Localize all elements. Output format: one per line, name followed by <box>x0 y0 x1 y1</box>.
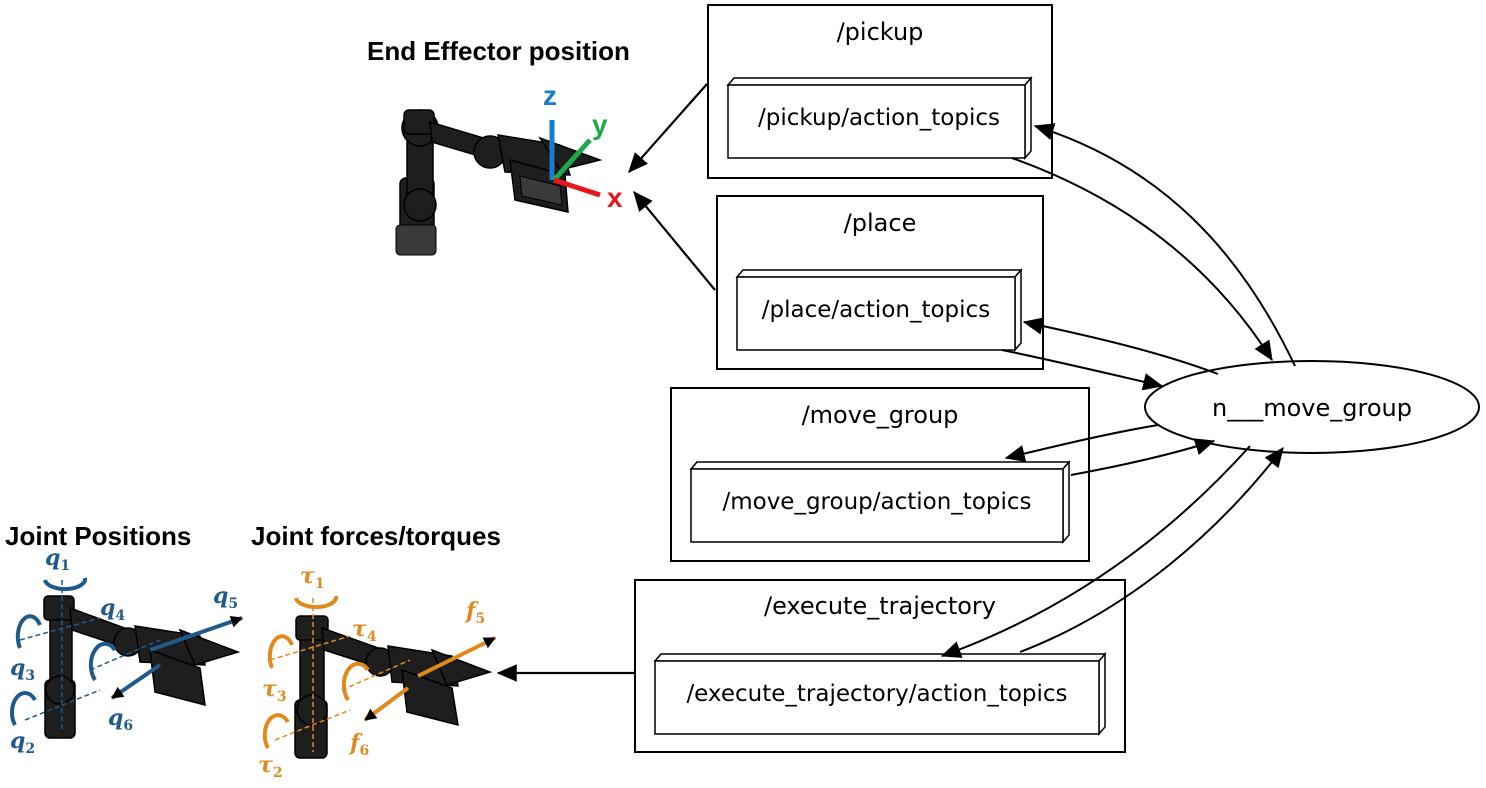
x-axis-label: x <box>607 182 623 213</box>
y-axis-arrow <box>552 138 592 182</box>
y-axis-label: y <box>592 109 608 140</box>
label-q6: q6 <box>108 705 133 734</box>
topic-execute-trajectory-label: /execute_trajectory/action_topics <box>686 681 1067 707</box>
node-move-group-label: n___move_group <box>1212 394 1412 422</box>
namespace-execute-trajectory-label: /execute_trajectory <box>764 592 996 620</box>
output-edges <box>496 83 716 682</box>
label-tau4: τ4 <box>352 616 377 645</box>
edge-execute-topic-to-node <box>1019 447 1284 653</box>
joint-force-labels: τ1 τ2 τ3 τ4 f5 f6 <box>258 563 485 781</box>
topic-pickup-label: /pickup/action_topics <box>758 105 1000 131</box>
topic-move-group-label: /move_group/action_topics <box>722 489 1031 515</box>
namespace-pickup-label: /pickup <box>837 18 924 46</box>
namespace-place-label: /place <box>844 209 917 237</box>
label-f6: f6 <box>348 730 369 759</box>
edge-place-topic-to-node <box>1001 349 1164 391</box>
edge-place-to-end-effector <box>633 191 716 291</box>
graph-edges <box>940 123 1296 658</box>
edge-node-to-pickup-topic <box>1033 123 1296 367</box>
topic-place-action-topics[interactable]: /place/action_topics <box>735 267 1023 353</box>
topic-execute-trajectory-action-topics[interactable]: /execute_trajectory/action_topics <box>653 651 1107 737</box>
namespace-execute-trajectory: /execute_trajectory /execute_trajectory/… <box>634 579 1126 753</box>
caption-joint-forces-torques: Joint forces/torques <box>251 521 501 551</box>
topic-pickup-action-topics[interactable]: /pickup/action_topics <box>726 75 1033 161</box>
topic-place-label: /place/action_topics <box>762 297 990 323</box>
joint-position-labels: q1 q2 q3 q4 q5 q6 <box>10 545 238 757</box>
label-tau2: τ2 <box>258 752 283 781</box>
node-move-group[interactable]: n___move_group <box>1144 360 1480 454</box>
label-q5: q5 <box>213 583 238 612</box>
edge-node-to-move-group-topic <box>1004 424 1159 463</box>
namespace-pickup: /pickup /pickup/action_topics <box>707 4 1053 179</box>
edge-pickup-topic-to-node <box>1011 157 1273 362</box>
namespace-place: /place /place/action_topics <box>716 195 1044 370</box>
namespace-move-group-label: /move_group <box>802 401 959 429</box>
label-q4: q4 <box>100 595 125 624</box>
label-q3: q3 <box>10 655 35 684</box>
edge-move-group-topic-to-node <box>1070 438 1216 476</box>
end-effector-axes: z y x <box>543 80 623 213</box>
topic-move-group-action-topics[interactable]: /move_group/action_topics <box>689 459 1071 545</box>
joint-forces-robot-arm-illustration <box>262 595 496 759</box>
x-axis-arrow <box>553 177 601 198</box>
edge-pickup-to-end-effector <box>628 83 708 173</box>
joint-positions-robot-arm-illustration <box>9 577 243 739</box>
label-tau3: τ3 <box>262 676 287 705</box>
edge-node-to-place-topic <box>1022 317 1219 375</box>
edge-node-to-execute-topic <box>940 445 1251 658</box>
label-f5: f5 <box>464 598 485 627</box>
caption-end-effector-position: End Effector position <box>367 36 630 66</box>
namespace-move-group: /move_group /move_group/action_topics <box>670 387 1090 562</box>
caption-joint-positions: Joint Positions <box>5 521 191 551</box>
label-q1: q1 <box>45 545 70 574</box>
z-axis-label: z <box>543 80 557 111</box>
label-tau1: τ1 <box>300 563 325 592</box>
label-q2: q2 <box>10 728 35 757</box>
